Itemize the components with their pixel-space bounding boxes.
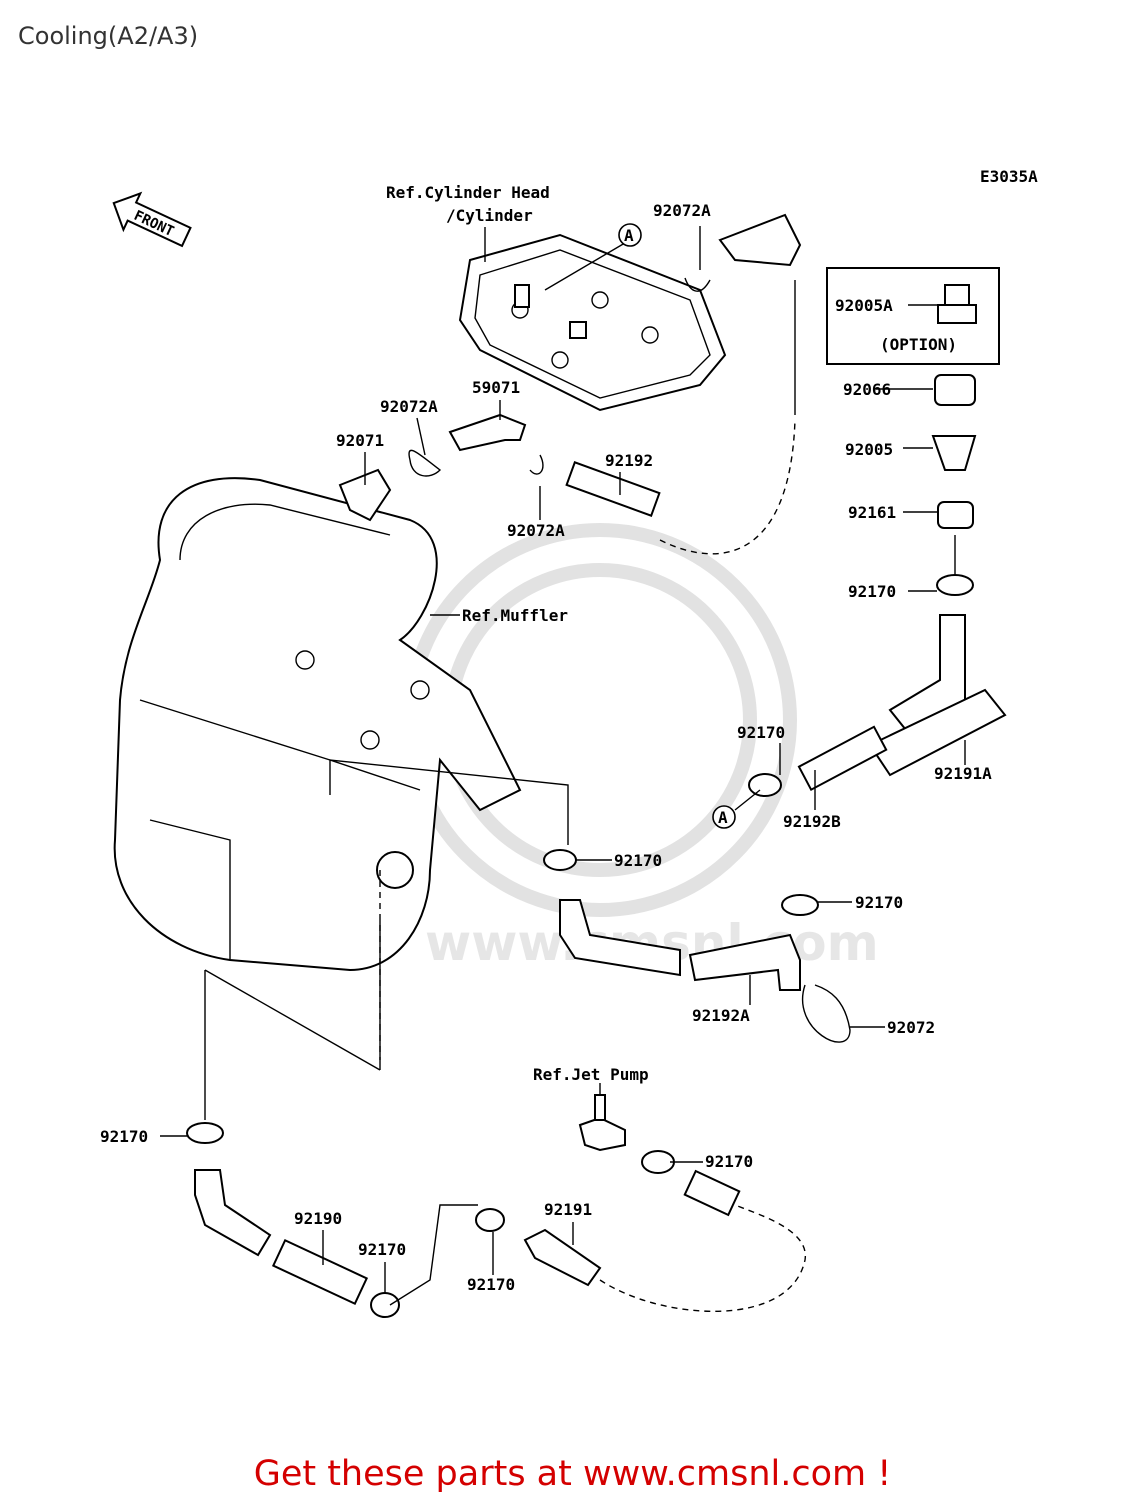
part-label-92170-a[interactable]: 92170: [737, 723, 785, 742]
part-label-92192[interactable]: 92192: [605, 451, 653, 470]
option-box: (OPTION): [826, 267, 1000, 365]
hose-92190[interactable]: [271, 1238, 369, 1306]
part-label-92005[interactable]: 92005: [845, 440, 893, 459]
dashed-hose-routes: [379, 419, 806, 1313]
clamp-92170-mid[interactable]: [543, 849, 577, 871]
leader-lines: [160, 226, 966, 1306]
part-label-92170-mid[interactable]: 92170: [614, 851, 662, 870]
part-label-92170-left[interactable]: 92170: [100, 1127, 148, 1146]
circlip-92072A-top[interactable]: [684, 277, 711, 292]
parts-diagram: www.cmsnl.com FRONT (OPTIO: [100, 167, 1038, 1318]
circlip-92072A-left[interactable]: [408, 449, 442, 477]
band-92072[interactable]: [802, 984, 851, 1043]
front-arrow-icon[interactable]: FRONT: [105, 185, 194, 255]
part-label-92072A-mid[interactable]: 92072A: [507, 521, 565, 540]
part-label-92170-jet[interactable]: 92170: [705, 1152, 753, 1171]
hose-92192-top[interactable]: [565, 213, 802, 517]
part-label-92072A-left[interactable]: 92072A: [380, 397, 438, 416]
diagram-code: E3035A: [980, 167, 1038, 186]
part-label-92071[interactable]: 92071: [336, 431, 384, 450]
hose-92192A[interactable]: [559, 899, 801, 991]
ref-cylinder-label: /Cylinder: [446, 206, 533, 225]
part-label-92170-right-mid[interactable]: 92170: [855, 893, 903, 912]
hose-jet-short[interactable]: [683, 1169, 741, 1217]
ref-muffler-label: Ref.Muffler: [462, 606, 568, 625]
svg-text:A: A: [624, 226, 634, 245]
circlip-92072A-mid[interactable]: [529, 454, 544, 475]
clamp-92170-jet[interactable]: [641, 1150, 675, 1174]
ref-cylinder-head-label: Ref.Cylinder Head: [386, 183, 550, 202]
part-label-92005A[interactable]: 92005A: [835, 296, 893, 315]
fitting-92005A[interactable]: [937, 284, 977, 324]
part-label-92170-bottom-a[interactable]: 92170: [358, 1240, 406, 1259]
clamp-92170-right-mid[interactable]: [781, 894, 819, 916]
part-label-59071[interactable]: 59071: [472, 378, 520, 397]
cylinder-head[interactable]: [458, 233, 727, 412]
part-label-92192B[interactable]: 92192B: [783, 812, 841, 831]
hose-92191[interactable]: [523, 1228, 602, 1287]
footer-promo-link[interactable]: Get these parts at www.cmsnl.com !: [253, 1454, 892, 1494]
part-label-92066[interactable]: 92066: [843, 380, 891, 399]
fitting-59071[interactable]: [448, 413, 527, 452]
svg-text:A: A: [718, 808, 728, 827]
cap-92066[interactable]: [934, 374, 976, 406]
option-label: (OPTION): [880, 335, 957, 354]
clamp-92170-a[interactable]: [748, 773, 782, 797]
part-label-92190[interactable]: 92190: [294, 1209, 342, 1228]
part-label-92161[interactable]: 92161: [848, 503, 896, 522]
clamp-92170-bottom-a[interactable]: [370, 1292, 400, 1318]
hose-bottom-left[interactable]: [194, 1169, 272, 1257]
part-label-92191A[interactable]: 92191A: [934, 764, 992, 783]
part-label-92170-bottom-b[interactable]: 92170: [467, 1275, 515, 1294]
page-title: Cooling(A2/A3): [18, 22, 199, 50]
part-label-92072[interactable]: 92072: [887, 1018, 935, 1037]
clamp-92170-left[interactable]: [186, 1122, 224, 1144]
jet-pump-fitting[interactable]: [578, 1094, 626, 1152]
ref-jet-pump-label: Ref.Jet Pump: [533, 1065, 649, 1084]
cap-92161[interactable]: [937, 501, 974, 529]
part-label-92072A-top[interactable]: 92072A: [653, 201, 711, 220]
plug-92071[interactable]: [338, 468, 392, 522]
hose-92191A[interactable]: [868, 688, 1007, 777]
hose-92192B[interactable]: [797, 725, 888, 792]
clamp-92170-right-top[interactable]: [936, 574, 974, 596]
part-label-92170-right-top[interactable]: 92170: [848, 582, 896, 601]
ref-marker-a-top[interactable]: A: [618, 223, 642, 247]
ref-marker-a-bottom[interactable]: A: [712, 805, 736, 829]
filler-92005[interactable]: [931, 435, 977, 471]
part-label-92192A[interactable]: 92192A: [692, 1006, 750, 1025]
muffler[interactable]: [113, 477, 522, 972]
clamp-92170-bottom-b[interactable]: [475, 1208, 505, 1232]
part-label-92191[interactable]: 92191: [544, 1200, 592, 1219]
